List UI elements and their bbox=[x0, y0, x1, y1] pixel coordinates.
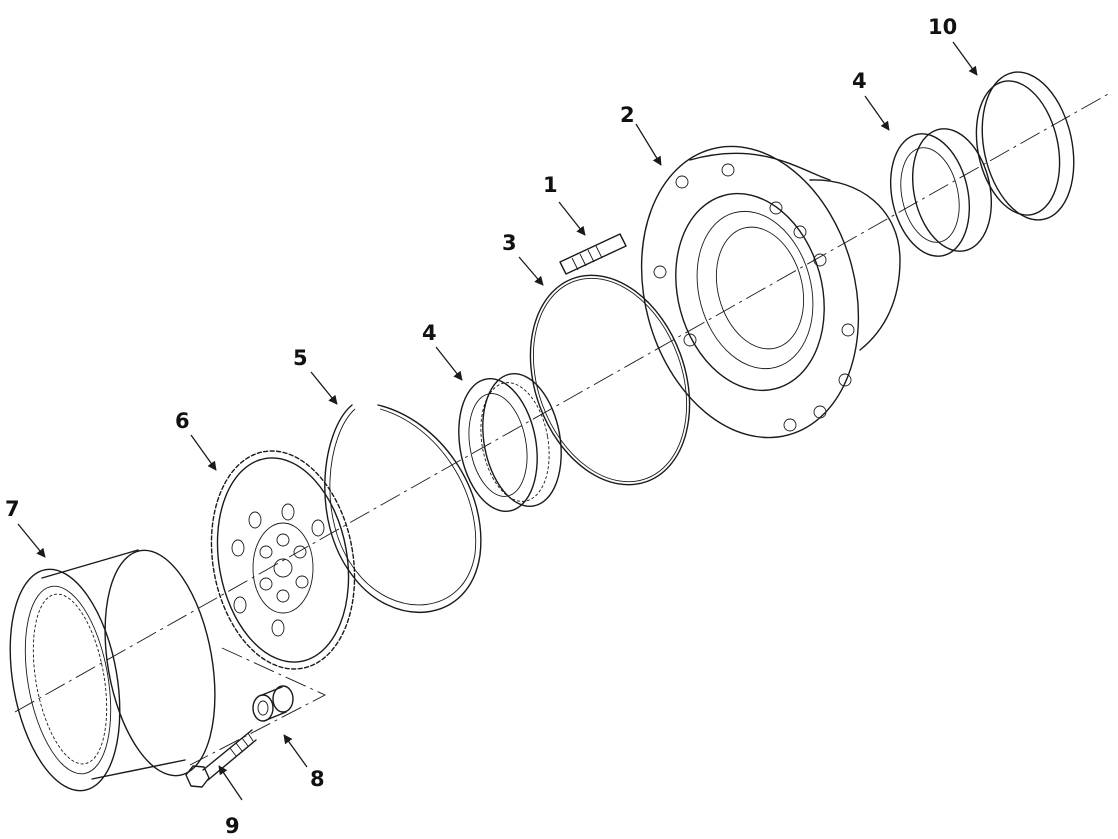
leader-arrows bbox=[17, 41, 978, 801]
leader-5 bbox=[310, 371, 338, 405]
part-2-hub bbox=[640, 145, 901, 439]
part-4-bearing-right bbox=[889, 128, 993, 257]
callout-8: 8 bbox=[310, 767, 325, 791]
callout-4b: 4 bbox=[852, 69, 867, 93]
part-3-o-ring bbox=[529, 274, 691, 486]
leader-2 bbox=[635, 123, 662, 166]
callout-5: 5 bbox=[293, 346, 308, 370]
part-10-seal bbox=[975, 71, 1075, 221]
leader-3 bbox=[518, 256, 544, 286]
leader-9 bbox=[218, 765, 243, 801]
part-7-ring-gear bbox=[9, 549, 216, 792]
callout-4a: 4 bbox=[422, 321, 437, 345]
part-9-bolt bbox=[185, 729, 257, 788]
leader-6 bbox=[190, 434, 217, 471]
callout-3: 3 bbox=[502, 231, 517, 255]
projection-line bbox=[189, 647, 327, 766]
leader-4b bbox=[864, 95, 890, 131]
callout-10: 10 bbox=[928, 15, 957, 39]
leader-7 bbox=[17, 523, 46, 558]
callout-1: 1 bbox=[543, 173, 558, 197]
leader-4a bbox=[435, 346, 463, 381]
callout-6: 6 bbox=[175, 409, 190, 433]
callout-7: 7 bbox=[5, 497, 20, 521]
callout-9: 9 bbox=[225, 814, 240, 838]
part-4-bearing-left bbox=[458, 372, 562, 513]
leader-8 bbox=[283, 734, 308, 768]
center-axis-line bbox=[14, 92, 1111, 713]
part-5-snap-ring bbox=[324, 404, 482, 613]
callout-2: 2 bbox=[620, 103, 635, 127]
part-8-bushing bbox=[252, 685, 294, 722]
part-6-gear-carrier bbox=[210, 450, 356, 670]
leader-1 bbox=[558, 201, 586, 236]
callout-labels: 1 2 3 4 4 5 6 7 8 9 10 bbox=[5, 15, 957, 838]
leader-10 bbox=[952, 41, 978, 76]
part-1-stud bbox=[559, 233, 627, 275]
